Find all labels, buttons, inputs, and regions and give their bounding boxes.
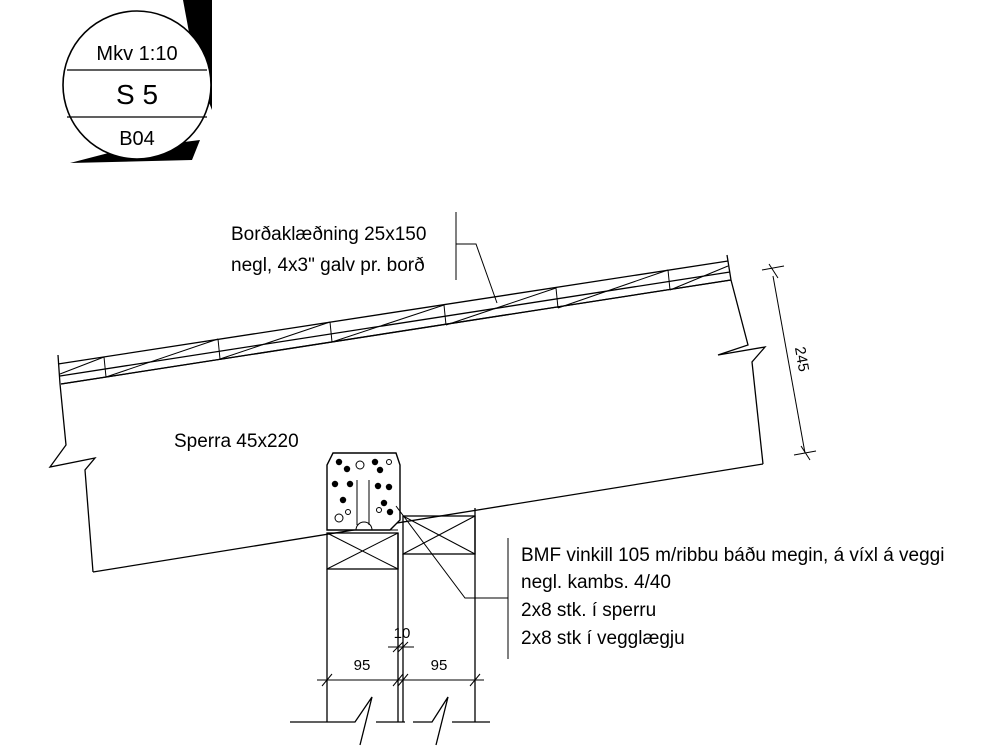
annotations: Borðaklæðning 25x150 negl, 4x3" galv pr.…: [174, 224, 944, 649]
bracket-label-line4: 2x8 stk í vegglægju: [521, 628, 685, 649]
left-plate-dimension-value: 95: [354, 657, 371, 674]
bmf-bracket: [326, 452, 401, 531]
gap-dimension-value: 10: [394, 625, 411, 642]
rafter-depth-value: 245: [791, 345, 812, 373]
scale-label: Mkv 1:10: [96, 43, 177, 65]
title-block-circle: [62, 10, 212, 160]
sheet-label: B04: [119, 128, 155, 150]
rafter-label: Sperra 45x220: [174, 431, 299, 452]
detail-number: S 5: [116, 79, 158, 110]
rafter-depth-dimension: 245: [761, 263, 817, 461]
bracket-label-line3: 2x8 stk. í sperru: [521, 600, 656, 621]
bracket-label-line2: negl. kambs. 4/40: [521, 572, 671, 593]
bracket-label-line1: BMF vinkill 105 m/ribbu báðu megin, á ví…: [521, 545, 944, 566]
leaders: [395, 212, 509, 659]
boards-label-line1: Borðaklæðning 25x150: [231, 224, 426, 245]
board-layer: [57, 260, 732, 385]
plate-dimensions: 10 95 95: [317, 625, 484, 687]
title-block: Mkv 1:10 S 5 B04: [62, 0, 212, 163]
wall-plates: [290, 508, 490, 746]
rafter: [48, 254, 767, 573]
boards-label-line2: negl, 4x3" galv pr. borð: [231, 255, 425, 276]
right-plate-dimension-value: 95: [431, 657, 448, 674]
